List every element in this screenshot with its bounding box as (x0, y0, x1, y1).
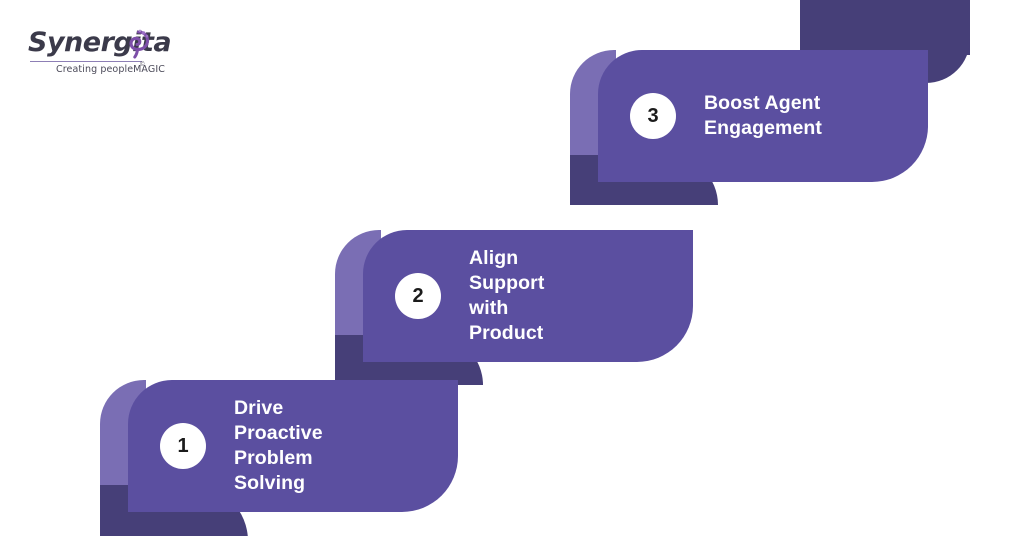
step-2-label: Align Support with Product (469, 247, 545, 344)
step-1-content: 1 Drive Proactive Problem Solving (160, 380, 323, 512)
logo-divider (30, 61, 142, 62)
step-1-number-badge: 1 (160, 423, 206, 469)
swirl-icon (124, 29, 150, 59)
brand-logo: Synergita Creating peopleMAGIC © (28, 28, 218, 80)
step-3-number-badge: 3 (630, 93, 676, 139)
step-3-label: Boost Agent Engagement (704, 92, 823, 139)
step-1-label: Drive Proactive Problem Solving (234, 397, 323, 494)
step-2-content: 2 Align Support with Product (395, 230, 544, 362)
step-2-number-badge: 2 (395, 273, 441, 319)
brand-tagline: Creating peopleMAGIC (56, 64, 165, 75)
step-3-content: 3 Boost Agent Engagement (630, 50, 822, 182)
trademark-mark: © (140, 62, 145, 68)
